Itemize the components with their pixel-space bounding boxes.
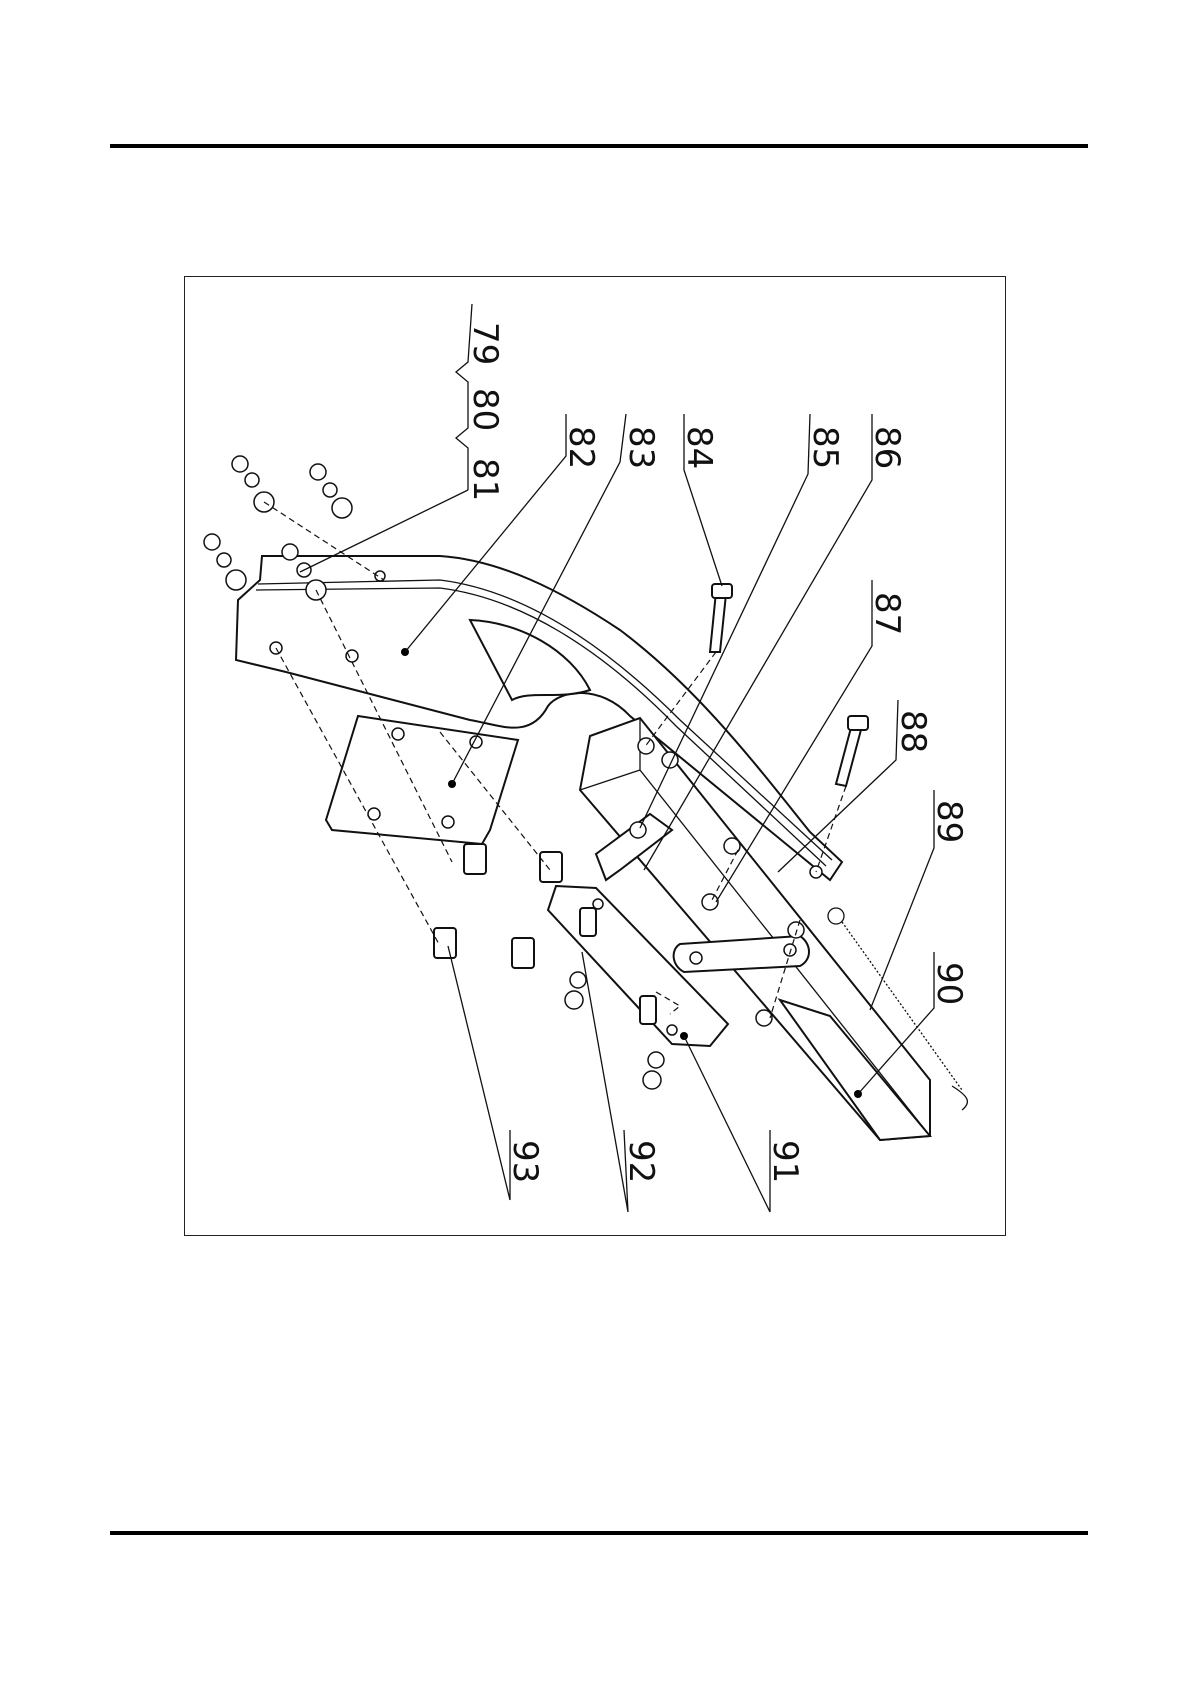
callout-90: 90 [929,962,969,1005]
callout-86: 86 [867,426,907,469]
callout-91: 91 [765,1140,805,1183]
callout-83: 83 [621,426,661,469]
callout-92: 92 [621,1140,661,1183]
callout-88: 88 [893,710,933,753]
mounting-plate [326,716,518,844]
callout-87: 87 [867,592,907,635]
callout-79: 79 [465,322,505,365]
callout-82: 82 [561,426,601,469]
callout-80: 80 [465,388,505,431]
main-arm [236,556,842,880]
callout-89: 89 [929,800,969,843]
callout-81: 81 [465,458,505,501]
callout-85: 85 [805,426,845,469]
callout-93: 93 [505,1140,545,1183]
callout-84: 84 [679,426,719,469]
